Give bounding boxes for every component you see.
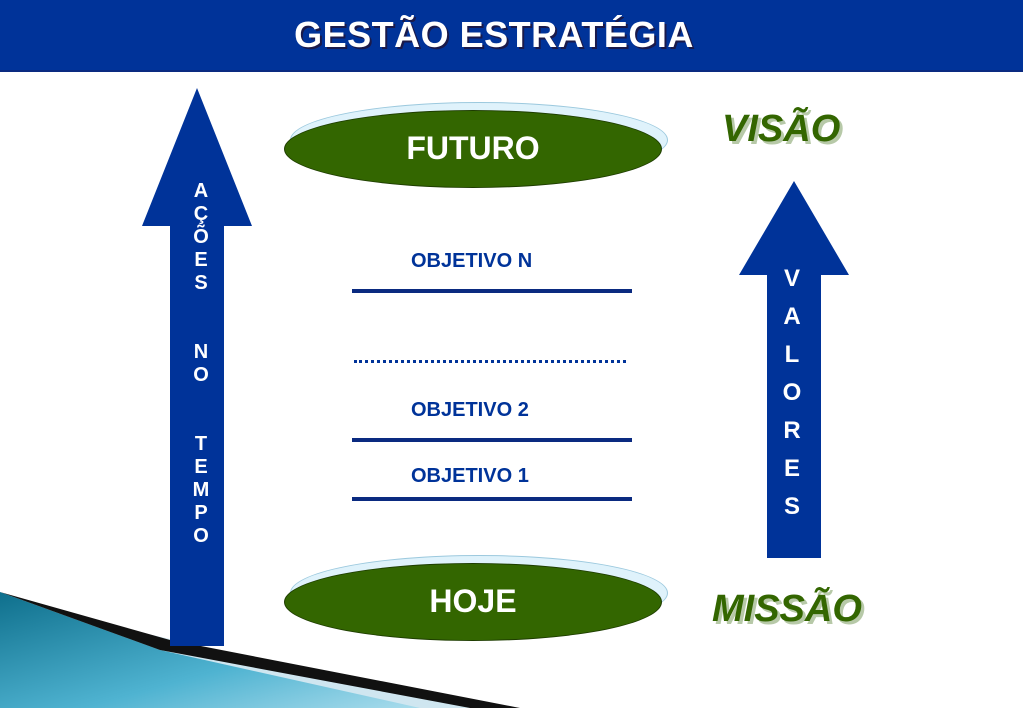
left-arrow-letter: T [194, 433, 208, 455]
left-arrow-letter: P [194, 502, 208, 524]
objective-n-line [352, 289, 632, 293]
hoje-oval: HOJE [284, 555, 668, 641]
right-arrow-letter: S [783, 493, 800, 520]
oval-face [284, 110, 662, 188]
page-title: GESTÃO ESTRATÉGIA [294, 14, 694, 55]
right-arrow-letter: A [783, 303, 801, 330]
left-arrow-letter: Õ [193, 226, 209, 248]
futuro-label: FUTURO [406, 130, 540, 166]
objective-1-line [352, 497, 632, 501]
left-arrow-text: A Ç Õ E S N O T E M P O [182, 180, 220, 548]
right-arrow-letter: O [782, 379, 802, 406]
right-arrow-letter: L [784, 341, 800, 368]
futuro-oval: FUTURO [284, 102, 668, 188]
left-arrow-letter: O [193, 525, 209, 547]
right-arrow-letter: R [783, 417, 801, 444]
objective-n-label: OBJETIVO N [411, 250, 533, 272]
left-arrow-letter: M [192, 479, 210, 501]
left-arrow-letter: E [194, 456, 208, 478]
right-arrow-text: V A L O R E S [773, 260, 811, 526]
left-arrow-letter: N [193, 341, 209, 363]
ellipsis-divider [354, 360, 626, 363]
right-arrow-letter: V [783, 265, 800, 292]
left-up-arrow [142, 88, 252, 646]
left-arrow-letter: E [194, 249, 208, 271]
objective-2-line [352, 438, 632, 442]
missao-label: MISSÃO [712, 588, 862, 630]
left-arrow-letter: A [193, 180, 209, 202]
right-arrow-letter: E [783, 455, 800, 482]
left-arrow-letter: Ç [193, 203, 209, 225]
left-arrow-letter: S [194, 272, 208, 294]
left-arrow-letter: O [193, 364, 209, 386]
objective-2-label: OBJETIVO 2 [411, 399, 529, 421]
right-up-arrow [739, 181, 849, 558]
header-bar: GESTÃO ESTRATÉGIA [0, 0, 1023, 72]
visao-label: VISÃO [722, 108, 841, 150]
hoje-label: HOJE [429, 583, 517, 619]
objective-1-label: OBJETIVO 1 [411, 465, 529, 487]
oval-face [284, 563, 662, 641]
